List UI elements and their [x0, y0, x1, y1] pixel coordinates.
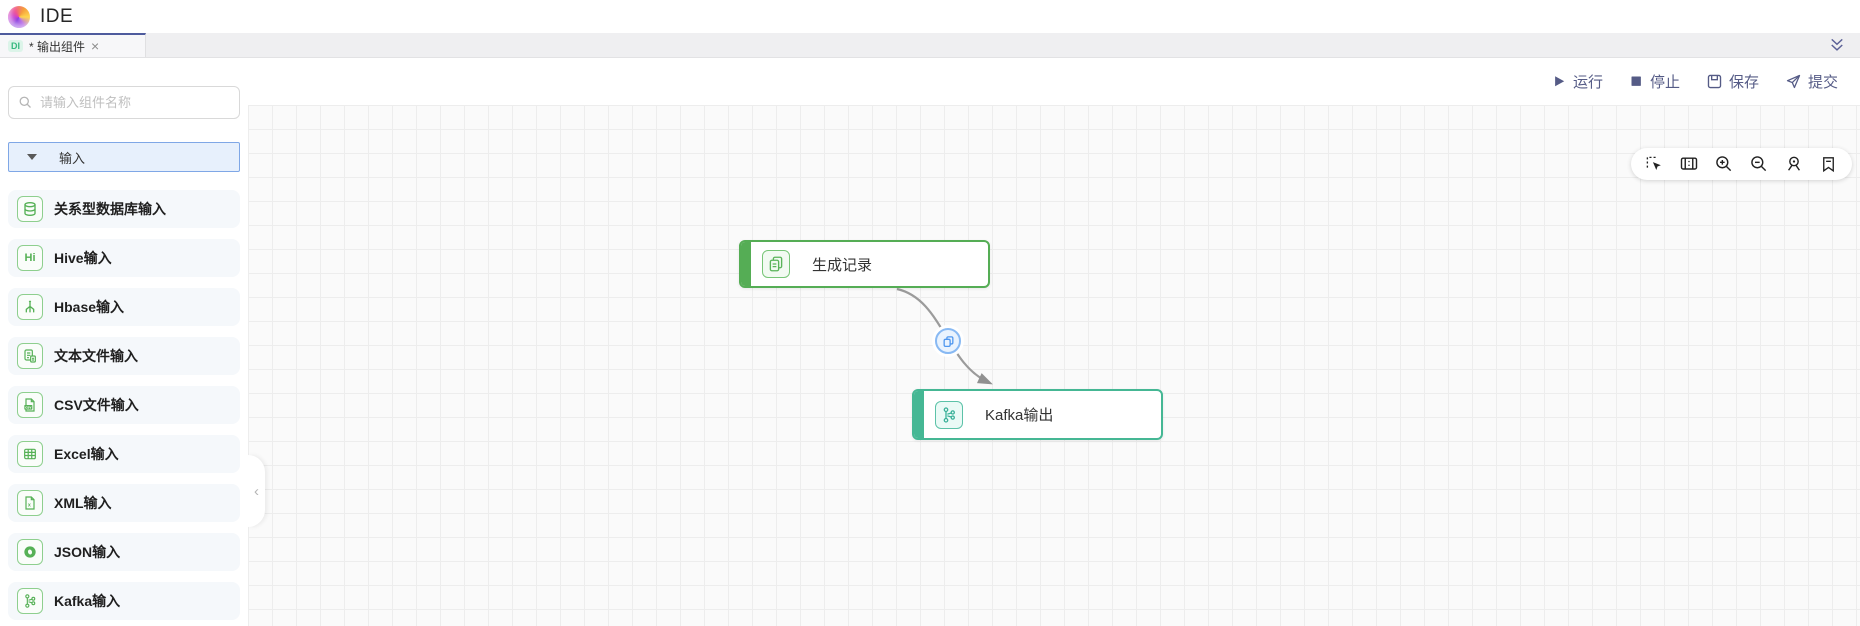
submit-button[interactable]: 提交	[1785, 71, 1838, 92]
di-badge: DI	[8, 39, 23, 53]
hbase-icon	[17, 294, 43, 320]
component-item-kafka-input[interactable]: Kafka输入	[8, 582, 240, 620]
node-accent-bar	[741, 242, 751, 286]
canvas-toolbar	[1631, 148, 1852, 180]
search-input[interactable]	[40, 95, 230, 110]
component-item-text-file-input[interactable]: 文本文件输入	[8, 337, 240, 375]
locate-icon[interactable]	[1784, 154, 1804, 174]
component-search[interactable]	[8, 86, 240, 119]
copy-icon	[943, 335, 953, 347]
edge-copy-mode-badge[interactable]	[935, 328, 961, 354]
marquee-select-icon[interactable]	[1645, 155, 1664, 174]
json-icon	[17, 539, 43, 565]
component-item-csv-file-input[interactable]: csv CSV文件输入	[8, 386, 240, 424]
component-item-json-input[interactable]: JSON输入	[8, 533, 240, 571]
component-item-label: Hive输入	[54, 250, 112, 266]
minimap-icon[interactable]	[1679, 154, 1699, 174]
zoom-out-icon[interactable]	[1749, 154, 1769, 174]
app-header: IDE	[0, 0, 1860, 33]
svg-text:x: x	[28, 502, 31, 508]
app-title: IDE	[40, 5, 74, 27]
flow-canvas[interactable]: 生成记录 Kafka输出	[248, 105, 1860, 626]
text-file-icon	[17, 343, 43, 369]
section-label: 输入	[59, 150, 86, 166]
component-list: 关系型数据库输入 Hi Hive输入 Hbase输入	[8, 190, 240, 620]
database-icon	[17, 196, 43, 222]
tab-close-icon[interactable]: ×	[91, 38, 100, 54]
node-label: 生成记录	[812, 256, 873, 274]
zoom-in-icon[interactable]	[1714, 154, 1734, 174]
stop-icon	[1631, 76, 1641, 86]
app-logo-icon	[8, 5, 30, 28]
component-item-label: Kafka输入	[54, 593, 121, 609]
component-item-hive-input[interactable]: Hi Hive输入	[8, 239, 240, 277]
node-accent-bar	[914, 391, 924, 438]
save-icon	[1707, 74, 1722, 89]
chevron-left-icon: ‹	[254, 482, 259, 500]
hive-icon: Hi	[17, 245, 43, 271]
sidebar-collapse-handle[interactable]: ‹	[248, 455, 265, 527]
node-generate-records[interactable]: 生成记录	[739, 240, 990, 288]
save-button[interactable]: 保存	[1706, 71, 1759, 92]
component-item-label: 文本文件输入	[54, 348, 138, 364]
component-item-label: CSV文件输入	[54, 397, 139, 413]
component-item-excel-input[interactable]: Excel输入	[8, 435, 240, 473]
component-item-label: Hbase输入	[54, 299, 125, 315]
caret-down-icon	[27, 154, 37, 160]
component-item-hbase-input[interactable]: Hbase输入	[8, 288, 240, 326]
excel-icon	[17, 441, 43, 467]
section-header-input[interactable]: 输入	[8, 142, 240, 172]
main-area: 运行 停止 保存 提交	[248, 58, 1860, 626]
tab-output-components[interactable]: DI * 输出组件 ×	[0, 33, 146, 57]
component-sidebar: 输入 关系型数据库输入 Hi Hive输入	[0, 58, 248, 626]
component-item-label: XML输入	[54, 495, 112, 511]
component-item-label: Excel输入	[54, 446, 119, 462]
svg-text:csv: csv	[25, 406, 32, 410]
component-item-xml-input[interactable]: x XML输入	[8, 484, 240, 522]
node-label: Kafka输出	[985, 407, 1054, 424]
run-button[interactable]: 运行	[1552, 71, 1603, 92]
component-item-label: JSON输入	[54, 544, 121, 560]
kafka-icon	[17, 588, 43, 614]
xml-file-icon: x	[17, 490, 43, 516]
node-kafka-output[interactable]: Kafka输出	[912, 389, 1163, 440]
search-icon	[19, 96, 31, 108]
tab-label: * 输出组件	[29, 39, 86, 54]
double-chevron-down-icon[interactable]	[1828, 33, 1846, 57]
action-toolbar: 运行 停止 保存 提交	[248, 58, 1860, 105]
component-item-relational-db-input[interactable]: 关系型数据库输入	[8, 190, 240, 228]
stop-button[interactable]: 停止	[1629, 71, 1680, 92]
kafka-icon	[935, 400, 963, 429]
bookmark-icon[interactable]	[1819, 155, 1838, 174]
csv-file-icon: csv	[17, 392, 43, 418]
tab-bar: DI * 输出组件 ×	[0, 33, 1860, 58]
play-icon	[1555, 76, 1565, 87]
edge-generate-to-kafka	[896, 287, 993, 385]
component-item-label: 关系型数据库输入	[54, 201, 166, 217]
send-icon	[1786, 74, 1801, 89]
generate-records-icon	[762, 250, 790, 278]
